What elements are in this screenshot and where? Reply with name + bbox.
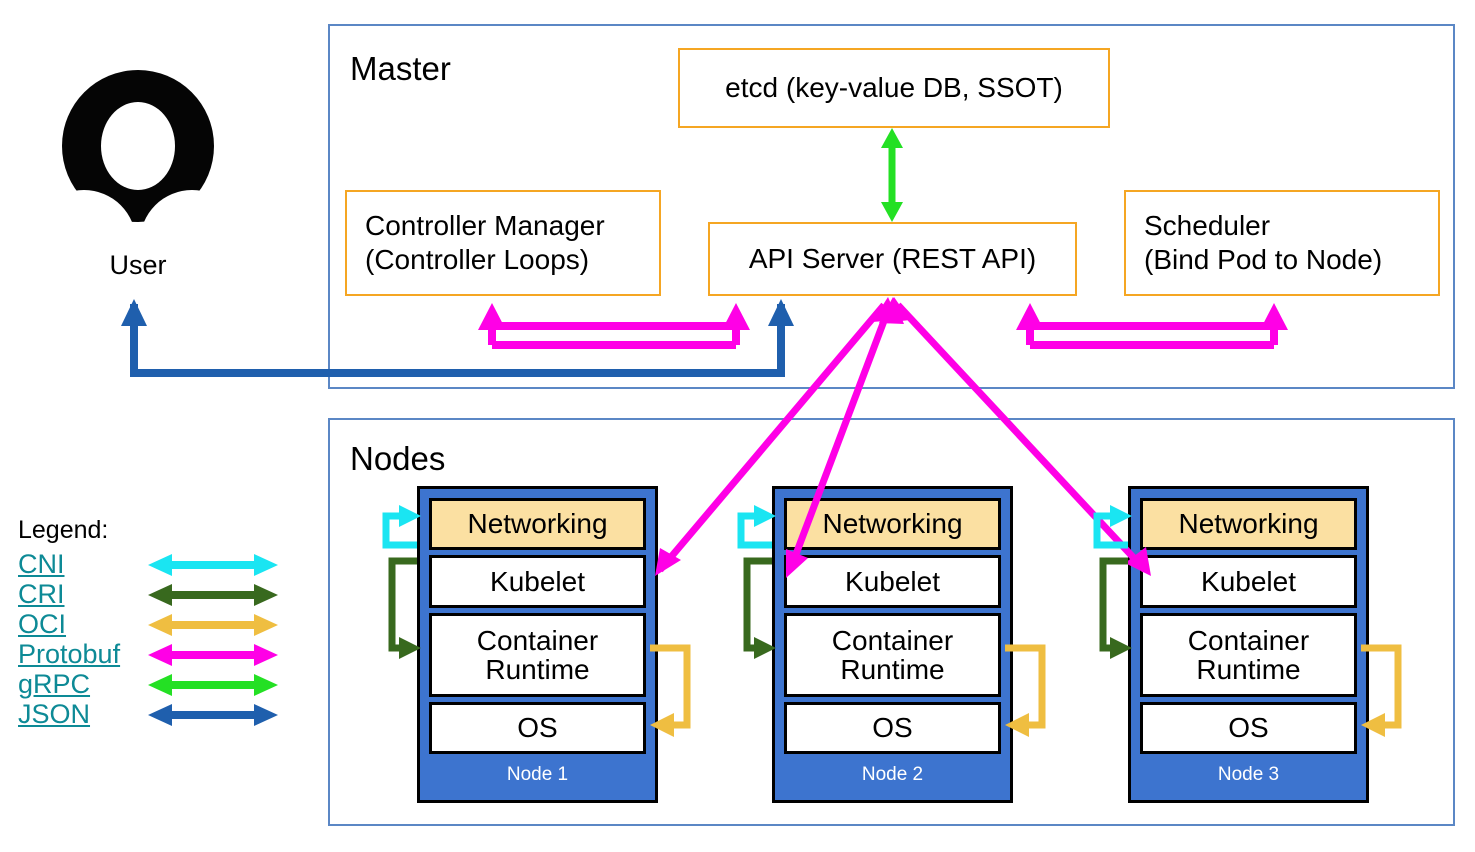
connector-cri-node1 — [388, 557, 421, 659]
legend-arrow-json — [148, 704, 278, 726]
connector-protobuf-apiserver-node3-kubelet — [884, 297, 1151, 576]
legend-title: Legend: — [18, 516, 109, 544]
connector-cri-node3 — [1099, 557, 1132, 659]
node-3-layer-os[interactable]: OS — [1140, 702, 1357, 754]
legend-arrow-cni — [148, 554, 278, 576]
user-label: User — [109, 250, 167, 280]
legend-arrow-grpc — [148, 674, 278, 696]
connector-protobuf-apiserver-node2-kubelet — [786, 297, 904, 578]
node-1-label: Node 1 — [506, 764, 569, 785]
node-1-layer-networking[interactable]: Networking — [429, 498, 646, 550]
connector-grpc-apiserver-etcd — [881, 128, 903, 222]
legend-label-cni[interactable]: CNI — [18, 549, 65, 579]
legend-label-json[interactable]: JSON — [18, 699, 91, 729]
node-card-node-1[interactable]: Networking Kubelet Container Runtime OS … — [417, 486, 658, 803]
connector-cni-node2 — [737, 505, 776, 549]
nodes-group-title: Nodes — [350, 440, 446, 477]
master-group — [328, 24, 1455, 389]
connector-oci-node1 — [650, 644, 691, 737]
node-2-layer-os[interactable]: OS — [784, 702, 1001, 754]
nodes-group — [328, 418, 1455, 826]
node-card-node-3[interactable]: Networking Kubelet Container Runtime OS … — [1128, 486, 1369, 803]
node-2-layer-container-runtime[interactable]: Container Runtime — [784, 613, 1001, 697]
connector-cni-node3 — [1093, 505, 1132, 549]
legend-label-cri[interactable]: CRI — [18, 579, 65, 609]
legend-label-oci[interactable]: OCI — [18, 609, 67, 639]
connector-oci-node3 — [1361, 644, 1402, 737]
master-group-title: Master — [350, 50, 451, 87]
connector-protobuf-apiserver-node1-kubelet — [655, 297, 898, 576]
connector-protobuf-scheduler-apiserver — [1016, 303, 1288, 349]
legend: Legend: CNI CRI OCI — [18, 516, 288, 729]
node-1-layer-os[interactable]: OS — [429, 702, 646, 754]
legend-row-cni[interactable]: CNI — [18, 549, 288, 579]
node-card-node-2[interactable]: Networking Kubelet Container Runtime OS … — [772, 486, 1013, 803]
node-2-layer-kubelet[interactable]: Kubelet — [784, 555, 1001, 608]
legend-label-grpc[interactable]: gRPC — [18, 669, 91, 699]
legend-arrow-oci — [148, 614, 278, 636]
legend-label-protobuf[interactable]: Protobuf — [18, 639, 121, 669]
connector-protobuf-controllermanager-apiserver — [478, 303, 750, 349]
node-3-layer-container-runtime[interactable]: Container Runtime — [1140, 613, 1357, 697]
connector-oci-node2 — [1005, 644, 1046, 737]
connector-json-user-apiserver — [121, 299, 794, 377]
node-3-label: Node 3 — [1217, 764, 1280, 785]
node-1-layer-container-runtime[interactable]: Container Runtime — [429, 613, 646, 697]
node-1-layer-kubelet[interactable]: Kubelet — [429, 555, 646, 608]
component-controller-manager[interactable]: Controller Manager (Controller Loops) — [345, 190, 661, 296]
component-api-server[interactable]: API Server (REST API) — [708, 222, 1077, 296]
user-avatar-icon — [62, 70, 214, 222]
node-2-label: Node 2 — [861, 764, 924, 785]
component-etcd[interactable]: etcd (key-value DB, SSOT) — [678, 48, 1110, 128]
legend-row-json[interactable]: JSON — [18, 699, 288, 729]
legend-arrow-cri — [148, 584, 278, 606]
node-2-layer-networking[interactable]: Networking — [784, 498, 1001, 550]
user-actor — [62, 70, 214, 230]
legend-row-protobuf[interactable]: Protobuf — [18, 639, 288, 669]
connector-cri-node2 — [743, 557, 776, 659]
component-scheduler[interactable]: Scheduler (Bind Pod to Node) — [1124, 190, 1440, 296]
legend-row-grpc[interactable]: gRPC — [18, 669, 288, 699]
connector-cni-node1 — [382, 505, 421, 549]
node-3-layer-kubelet[interactable]: Kubelet — [1140, 555, 1357, 608]
legend-row-oci[interactable]: OCI — [18, 609, 288, 639]
legend-arrow-protobuf — [148, 644, 278, 666]
legend-row-cri[interactable]: CRI — [18, 579, 288, 609]
node-3-layer-networking[interactable]: Networking — [1140, 498, 1357, 550]
